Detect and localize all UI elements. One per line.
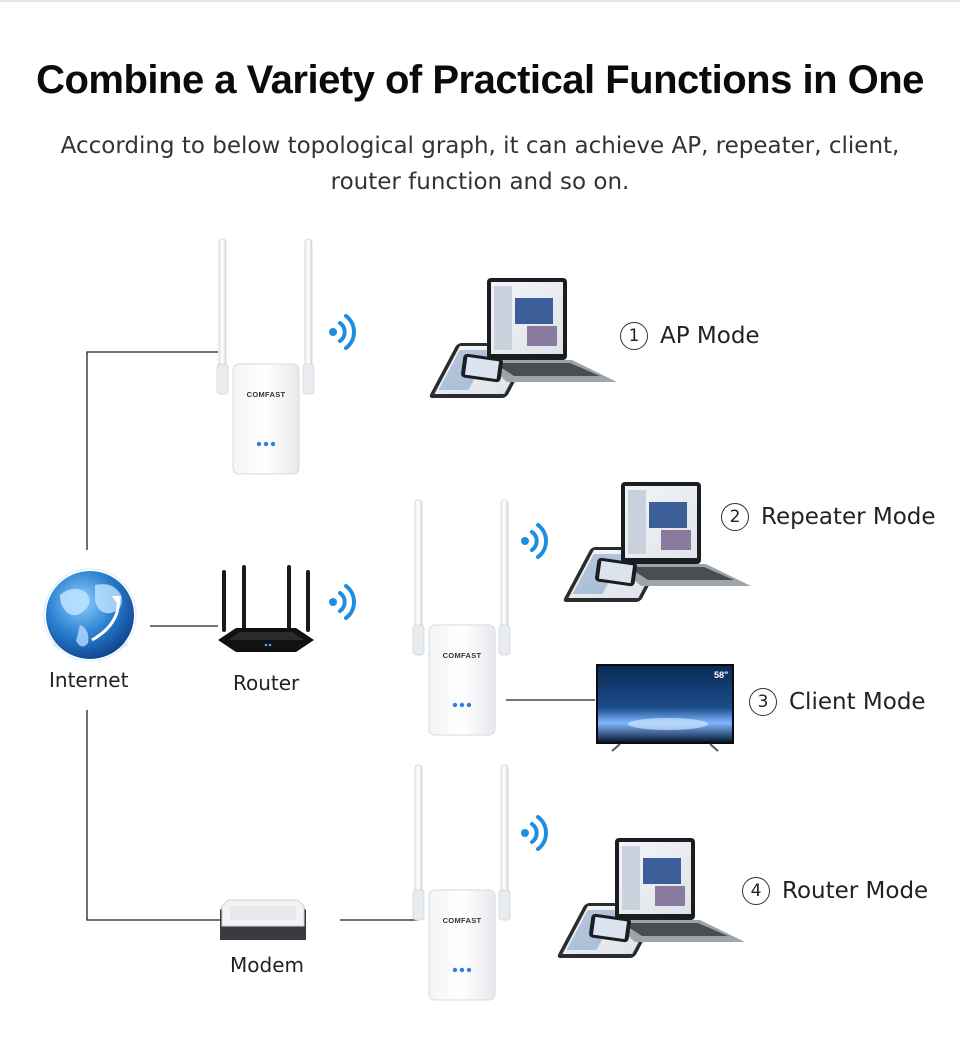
mode-ap: 1 AP Mode [620, 322, 760, 350]
mode-router: 4 Router Mode [742, 877, 928, 905]
mode-repeater: 2 Repeater Mode [721, 503, 936, 531]
page-title: Combine a Variety of Practical Functions… [36, 58, 924, 102]
tv-icon: 58" [596, 664, 734, 752]
extender-brand-label: COMFAST [443, 651, 482, 660]
tv-size-badge: 58" [714, 670, 728, 680]
mode-number-badge: 2 [721, 503, 749, 531]
top-divider [0, 0, 960, 2]
wifi-signal-icon [327, 584, 356, 620]
extender-icon: COMFAST [412, 499, 511, 736]
mode-label: Client Mode [789, 689, 926, 715]
connection-lines [86, 351, 595, 921]
mode-client: 3 Client Mode [749, 688, 926, 716]
extender-brand-label: COMFAST [443, 916, 482, 925]
mode-number-badge: 4 [742, 877, 770, 905]
laptop-icon [562, 482, 751, 602]
modem-label: Modem [230, 953, 304, 977]
mode-label: Repeater Mode [761, 504, 936, 530]
internet-label: Internet [49, 668, 129, 692]
mode-number-badge: 3 [749, 688, 777, 716]
router-icon [218, 565, 314, 652]
mode-number-badge: 1 [620, 322, 648, 350]
mode-label: Router Mode [782, 878, 929, 904]
mode-label: AP Mode [660, 323, 760, 349]
modem-icon [220, 899, 306, 940]
laptop-icon [556, 838, 745, 958]
router-label: Router [233, 671, 300, 695]
extender-icon: COMFAST [412, 764, 511, 1001]
wifi-signal-icon [519, 815, 548, 851]
laptop-icon [428, 278, 617, 398]
wifi-signal-icon [519, 523, 548, 559]
wifi-signal-icon [327, 314, 356, 350]
extender-icon: COMFAST [216, 238, 315, 475]
globe-icon [43, 568, 137, 662]
extender-brand-label: COMFAST [247, 390, 286, 399]
page-subtitle: According to below topological graph, it… [60, 133, 900, 195]
